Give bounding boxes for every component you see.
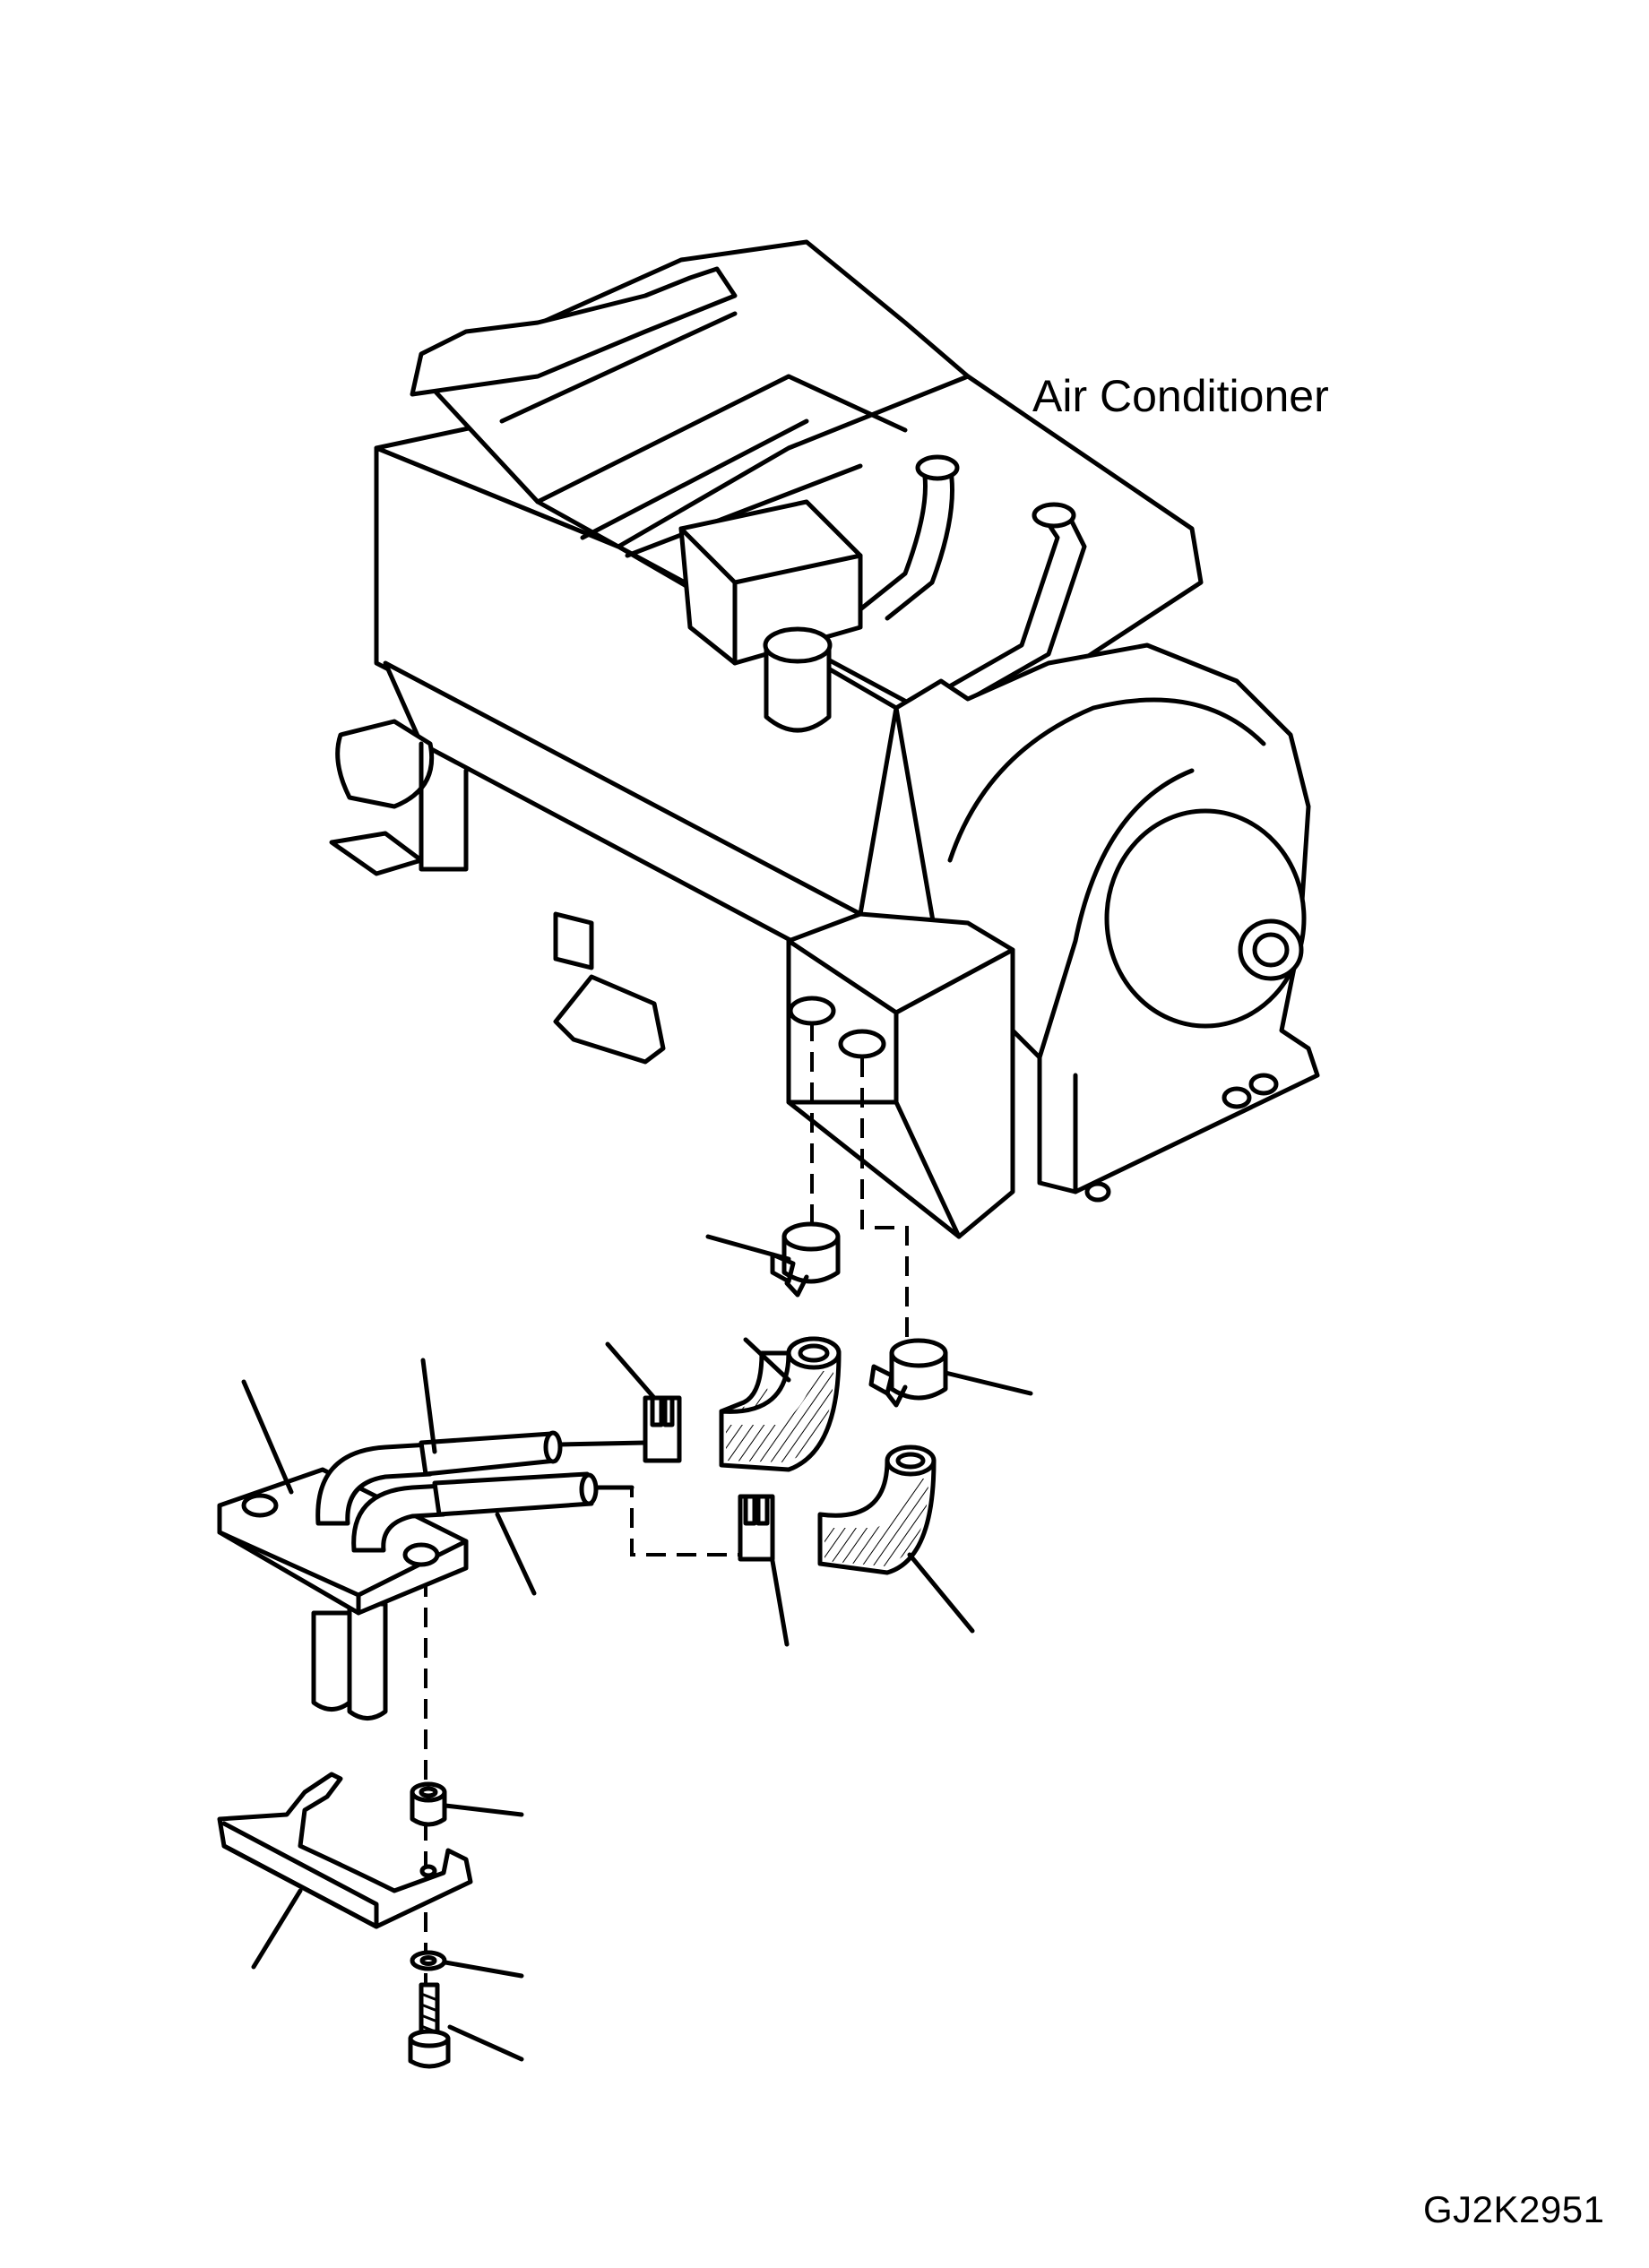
leader-line-spacer <box>443 1803 524 1817</box>
drain-pipe-assembly <box>217 1430 648 1720</box>
hose-joint-upper <box>643 1395 682 1463</box>
leader-line-washer <box>443 1960 524 1979</box>
leader-line-pipe-assembly <box>241 1379 294 1495</box>
mounting-bracket <box>217 1772 473 1929</box>
leader-line-upper-joint <box>605 1341 657 1401</box>
spacer-collar <box>410 1781 447 1827</box>
leader-line-upper-clamp <box>705 1234 791 1262</box>
air-conditioner-label: Air Conditioner <box>1032 371 1329 421</box>
assembly-centerlines <box>424 1022 909 1998</box>
air-conditioner-unit <box>329 239 1320 1239</box>
drain-hose-elbow-lower <box>817 1444 937 1575</box>
bolt <box>408 1982 451 2069</box>
washer <box>410 1950 447 1971</box>
hose-clamp-right <box>868 1338 948 1408</box>
drain-hose-elbow-upper <box>719 1336 842 1472</box>
leader-lines <box>241 1234 1033 2062</box>
leader-line-bracket <box>251 1888 303 1970</box>
hose-clamp-upper <box>770 1221 841 1298</box>
hose-joint-lower <box>738 1494 775 1562</box>
leader-line-lower-pipe <box>495 1512 537 1596</box>
leader-line-bolt <box>447 2024 524 2062</box>
leader-line-lower-joint <box>770 1558 790 1647</box>
drawing-code: GJ2K2951 <box>1423 2188 1605 2230</box>
leader-line-upper-pipe <box>420 1358 437 1454</box>
leader-line-right-clamp <box>943 1370 1033 1396</box>
leader-line-lower-elbow <box>907 1552 975 1634</box>
leader-line-upper-elbow <box>743 1337 791 1383</box>
